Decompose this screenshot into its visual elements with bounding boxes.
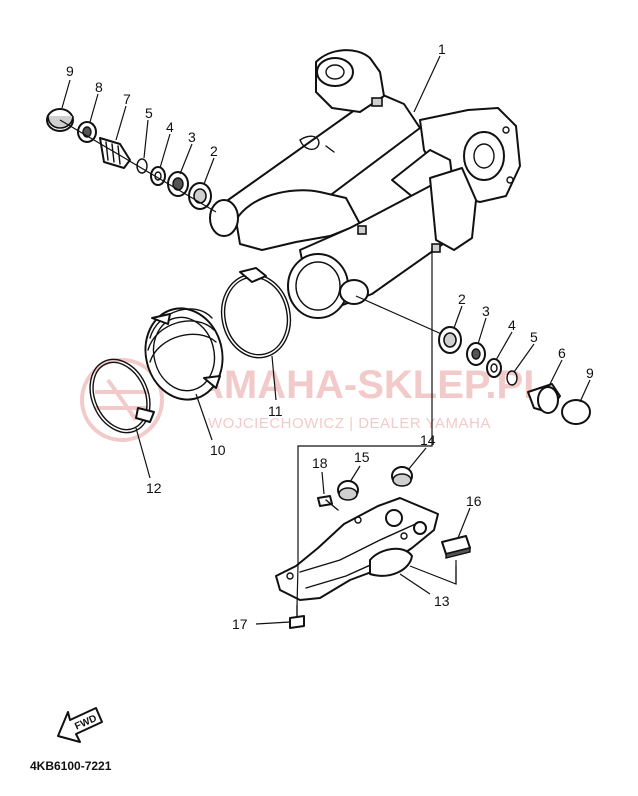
drawing-code: 4KB6100-7221 [30, 759, 112, 773]
callout-9-right: 9 [586, 365, 594, 381]
circlip-part-5-right [506, 370, 518, 386]
callout-9-left: 9 [66, 63, 74, 79]
pad-part-16 [441, 535, 471, 559]
clamp-part-11 [220, 267, 292, 359]
left-pivot-hardware [46, 108, 217, 213]
bolt-part-18 [317, 495, 339, 511]
oil-seal-part-3-left [167, 171, 189, 197]
assembly-guide-lines [296, 248, 457, 607]
cap-part-9-right [561, 399, 591, 425]
cap-part-9-left [46, 108, 74, 132]
callout-1: 1 [438, 41, 446, 57]
bolt-part-17 [289, 605, 305, 629]
callout-8: 8 [95, 79, 103, 95]
callout-6: 6 [558, 345, 566, 361]
callout-4-right: 4 [508, 317, 516, 333]
callout-13: 13 [434, 593, 450, 609]
boot-part-10 [144, 307, 224, 401]
rear-arm-part-1 [209, 49, 521, 319]
clamp-part-12 [89, 358, 155, 434]
damper-part-15 [337, 480, 359, 501]
washer-part-4-right [486, 358, 502, 378]
callout-5-left: 5 [145, 105, 153, 121]
bearing-part-2-left [188, 182, 212, 210]
callout-12: 12 [146, 480, 162, 496]
pivot-bolt-part-6 [527, 383, 561, 414]
right-pivot-hardware [355, 295, 591, 425]
callout-11: 11 [268, 403, 283, 419]
callout-18: 18 [312, 455, 328, 471]
bearing-part-2-right [438, 326, 462, 354]
watermark-subtitle: WOJCIECHOWICZ | DEALER YAMAHA [208, 415, 491, 432]
callout-2-left: 2 [210, 143, 218, 159]
oil-seal-part-3-right [466, 342, 486, 366]
guard-part-13 [275, 497, 439, 601]
callout-leaders [61, 55, 591, 625]
callout-3-right: 3 [482, 303, 490, 319]
callout-15: 15 [354, 449, 370, 465]
damper-part-14 [391, 466, 413, 487]
callout-14: 14 [420, 432, 436, 448]
callout-5-right: 5 [530, 329, 538, 345]
washer-part-4-left [150, 166, 166, 186]
callout-2-right: 2 [458, 291, 466, 307]
watermark: YAMAHA-SKLEP.PL WOJCIECHOWICZ | DEALER Y… [80, 358, 548, 442]
watermark-logo [80, 358, 164, 442]
forward-direction-arrow: FWD [57, 707, 103, 743]
watermark-title: YAMAHA-SKLEP.PL [172, 363, 548, 407]
callout-10: 10 [210, 442, 226, 458]
callout-4-left: 4 [166, 119, 174, 135]
callout-3-left: 3 [188, 129, 196, 145]
callout-17: 17 [232, 616, 248, 632]
callout-7: 7 [123, 91, 131, 107]
callout-labels: 1 9 8 7 5 4 3 2 2 3 4 5 6 9 11 10 12 18 … [66, 41, 594, 632]
callout-16: 16 [466, 493, 482, 509]
